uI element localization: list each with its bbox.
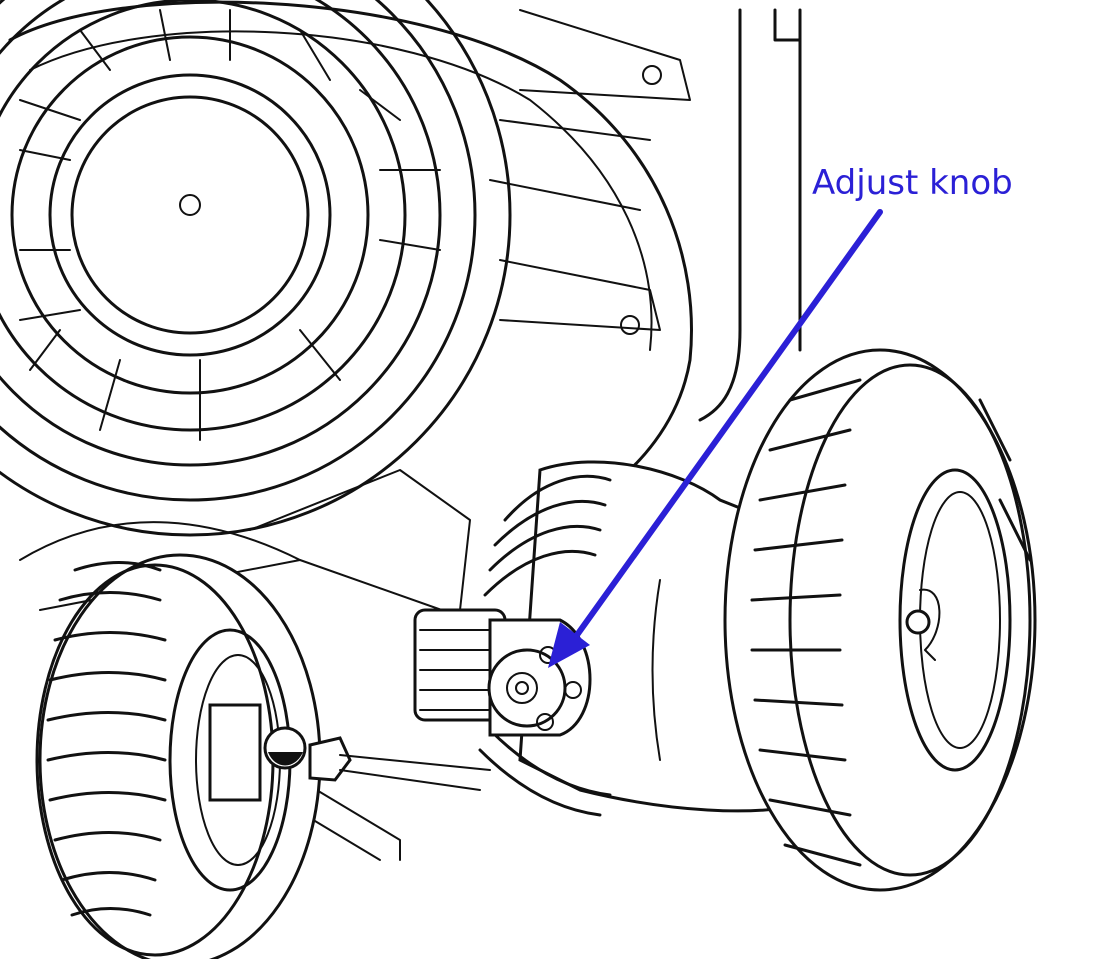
fan-housing <box>8 0 693 502</box>
intake-guard <box>0 0 512 537</box>
left-wheel <box>35 553 491 959</box>
callout-arrow <box>548 209 883 668</box>
adjust-knob-label: Adjust knob <box>812 163 1013 203</box>
right-wheel <box>723 348 1037 892</box>
